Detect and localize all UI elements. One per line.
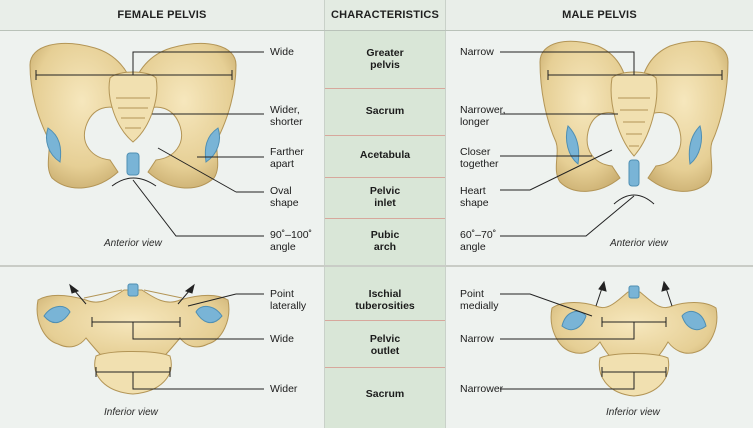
male-pubic-arch-label: 60˚–70˚ angle — [460, 229, 497, 253]
female-anterior-view-caption: Anterior view — [104, 238, 162, 249]
characteristic-greater-pelvis: Greater pelvis — [366, 47, 404, 71]
female-pelvic-inlet-label: Oval shape — [270, 185, 299, 209]
female-sacrum-outlet-label: Wider — [270, 383, 298, 395]
male-pelvis-header: MALE PELVIS — [446, 0, 753, 30]
characteristic-pelvic-inlet: Pelvic inlet — [369, 185, 401, 209]
column-divider-left — [324, 0, 325, 428]
female-inferior-leaders — [69, 283, 264, 390]
male-acetabula-label: Closer together — [460, 146, 499, 170]
male-anterior-view-caption: Anterior view — [610, 238, 668, 249]
female-greater-pelvis-label: Wide — [270, 46, 294, 58]
row-divider — [325, 320, 445, 321]
female-ischial-tuberosities-label: Point laterally — [270, 288, 307, 312]
male-inferior-leaders — [500, 280, 673, 390]
characteristic-ischial-tuberosities: Ischial tuberosities — [355, 288, 415, 312]
characteristic-sacrum-outlet: Sacrum — [365, 388, 405, 400]
male-pelvic-outlet-label: Narrow — [460, 333, 494, 345]
characteristics-header: CHARACTERISTICS — [325, 0, 445, 30]
male-pelvic-inlet-label: Heart shape — [460, 185, 489, 209]
header-divider — [0, 30, 753, 31]
characteristic-sacrum: Sacrum — [365, 105, 405, 117]
male-anterior-leaders — [500, 51, 723, 237]
female-acetabula-label: Farther apart — [270, 146, 304, 170]
female-pubic-arch-label: 90˚–100˚ angle — [270, 229, 313, 253]
male-greater-pelvis-label: Narrow — [460, 46, 494, 58]
male-sacrum-outlet-label: Narrower — [460, 383, 504, 395]
female-pelvic-outlet-label: Wide — [270, 333, 294, 345]
characteristic-pelvic-outlet: Pelvic outlet — [369, 333, 401, 357]
row-divider — [325, 367, 445, 368]
section-divider — [0, 265, 753, 267]
row-divider — [325, 88, 445, 89]
characteristic-acetabula: Acetabula — [359, 149, 411, 161]
characteristic-pubic-arch: Pubic arch — [370, 229, 400, 253]
male-inferior-view-caption: Inferior view — [606, 407, 660, 418]
female-sacrum-label: Wider, shorter — [270, 104, 303, 128]
female-anterior-pelvis — [29, 42, 237, 189]
column-divider-right — [445, 0, 446, 428]
male-ischial-tuberosities-label: Point medially — [460, 288, 499, 312]
female-pelvis-header: FEMALE PELVIS — [0, 0, 324, 30]
row-divider — [325, 177, 445, 178]
row-divider — [325, 135, 445, 136]
characteristics-column-bg — [325, 30, 445, 428]
male-sacrum-label: Narrower, longer — [460, 104, 506, 128]
row-divider — [325, 218, 445, 219]
male-anterior-pelvis — [539, 40, 729, 192]
female-inferior-view-caption: Inferior view — [104, 407, 158, 418]
female-anterior-leaders — [35, 51, 264, 237]
